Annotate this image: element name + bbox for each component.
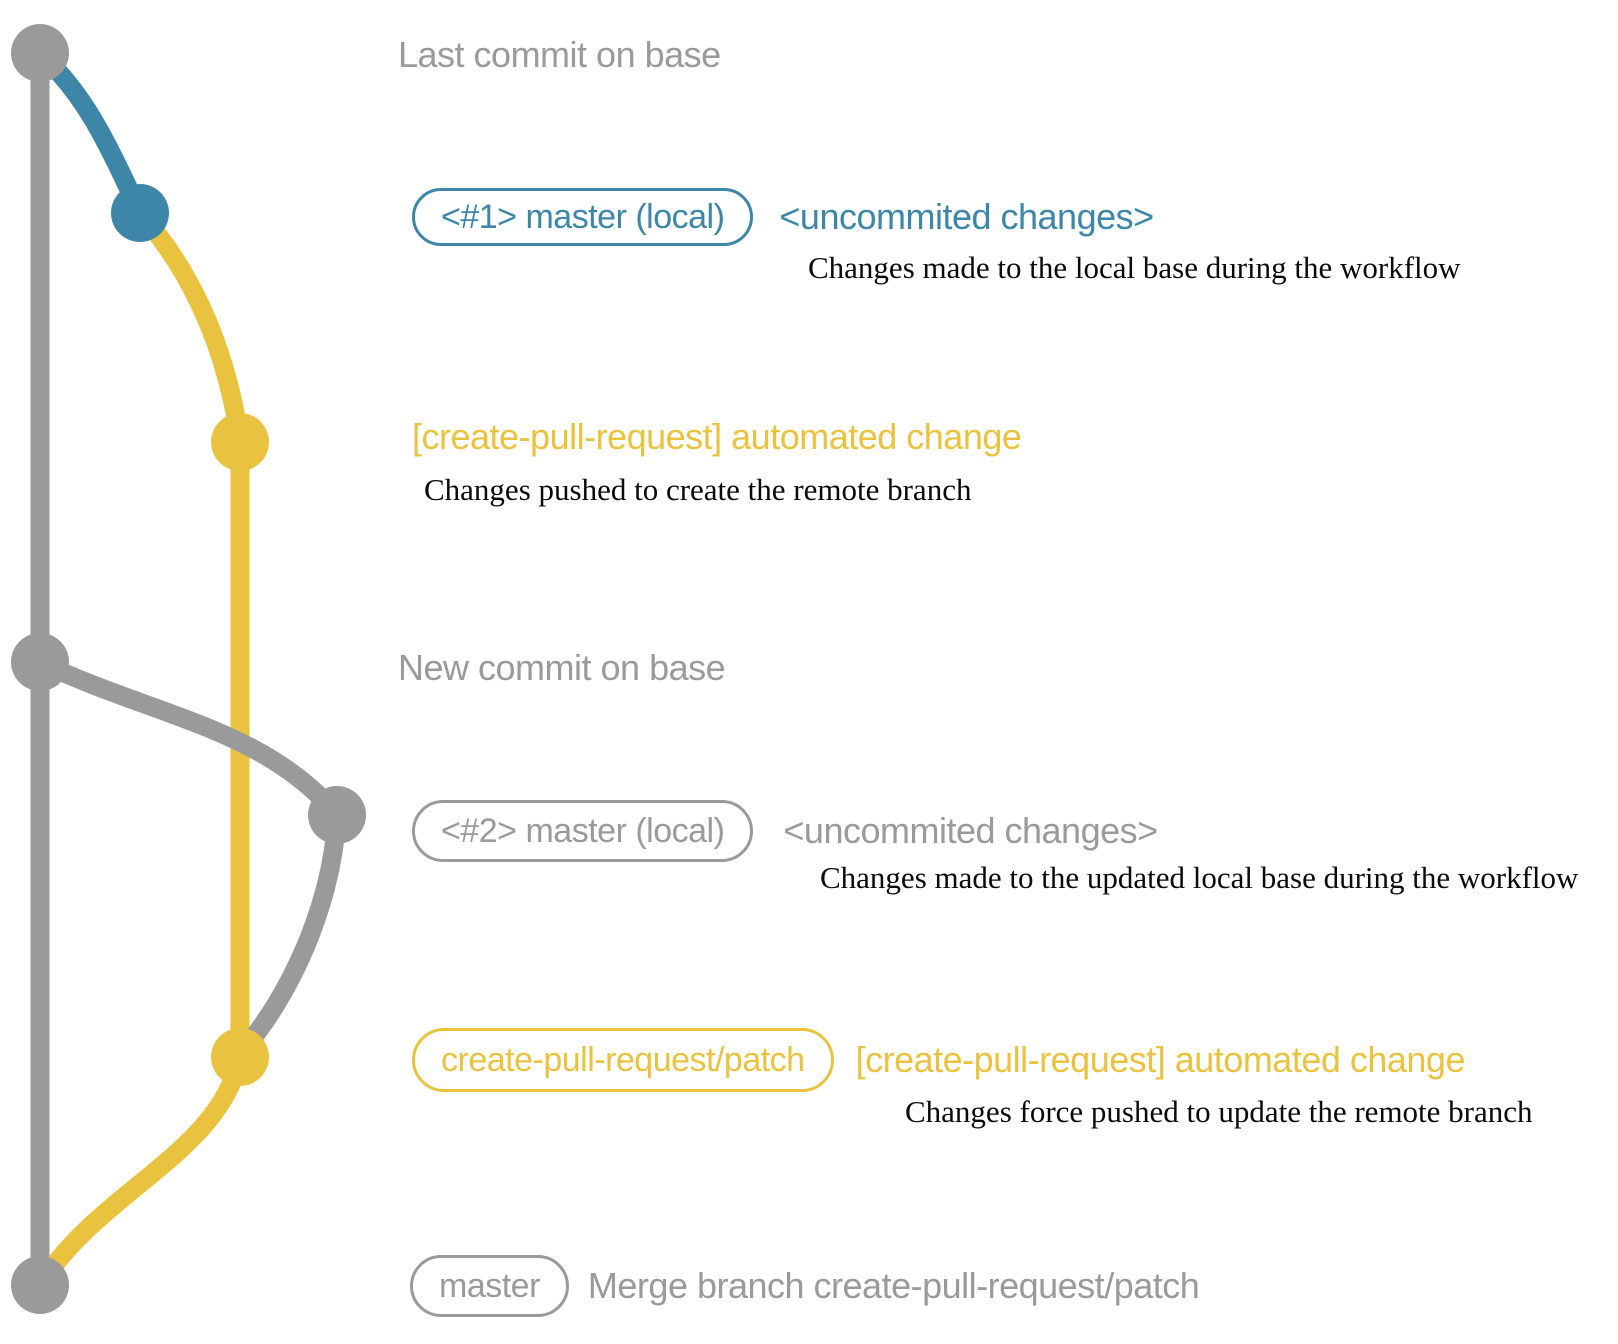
merge-commit-label: Merge branch create-pull-request/patch	[587, 1265, 1200, 1306]
row-last-commit: Last commit on base	[398, 30, 721, 80]
row-merge: master Merge branch create-pull-request/…	[410, 1255, 1200, 1317]
commit-node-merge	[11, 1256, 69, 1314]
commit-message-push-1: [create-pull-request] automated change	[412, 416, 1022, 457]
local-2-description: Changes made to the updated local base d…	[820, 860, 1579, 895]
commit-node-local-1	[111, 184, 169, 242]
patch-merge-curve	[32, 1047, 250, 1292]
commit-node-patch-2	[211, 1028, 269, 1086]
branch-ref-box-patch: create-pull-request/patch	[412, 1028, 834, 1092]
branch-ref-label: master	[439, 1266, 540, 1305]
patch-create-curve	[130, 203, 250, 452]
branch-ref-label: create-pull-request/patch	[441, 1040, 805, 1079]
branch-ref-box-local-1: <#1> master (local)	[412, 188, 754, 246]
row-push-2: create-pull-request/patch [create-pull-r…	[412, 1028, 1465, 1092]
branch-ref-box-local-2: <#2> master (local)	[412, 800, 754, 862]
branch-ref-label: <#2> master (local)	[441, 811, 725, 850]
commit-graph	[11, 24, 366, 1314]
row-new-commit: New commit on base	[398, 643, 726, 693]
uncommitted-changes-tag-2: <uncommited changes>	[783, 810, 1158, 851]
uncommitted-changes-tag-1: <uncommited changes>	[779, 196, 1154, 237]
commit-node-last-base	[11, 24, 69, 82]
rebase-out-curve	[30, 652, 347, 825]
last-commit-label: Last commit on base	[398, 34, 721, 75]
commit-node-new-base	[11, 633, 69, 691]
row-local-2: <#2> master (local) <uncommited changes>	[412, 800, 1158, 862]
rebase-in-curve	[233, 805, 347, 1060]
commit-node-patch-1	[211, 413, 269, 471]
branch-ref-box-master: master	[410, 1255, 569, 1317]
push-2-description: Changes force pushed to update the remot…	[905, 1094, 1533, 1129]
row-local-1: <#1> master (local) <uncommited changes>	[412, 188, 1154, 246]
branch-ref-label: <#1> master (local)	[441, 197, 725, 236]
new-commit-label: New commit on base	[398, 647, 726, 688]
local-1-description: Changes made to the local base during th…	[808, 250, 1461, 285]
commit-message-push-2: [create-pull-request] automated change	[855, 1039, 1466, 1080]
commit-node-local-2	[308, 786, 366, 844]
row-push-1: [create-pull-request] automated change	[412, 412, 1022, 462]
push-1-description: Changes pushed to create the remote bran…	[424, 472, 972, 507]
